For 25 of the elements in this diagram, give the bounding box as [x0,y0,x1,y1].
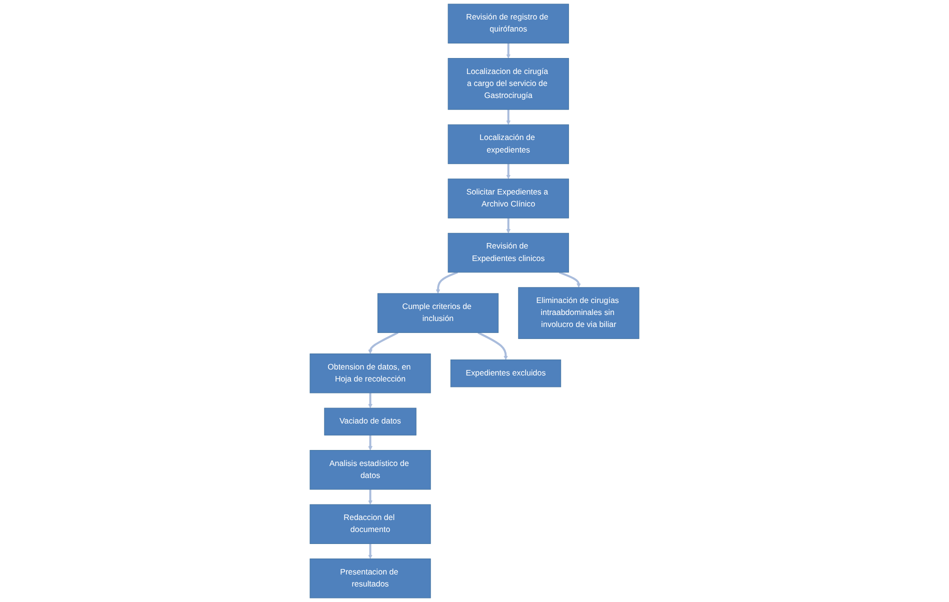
arrow [558,271,581,288]
arrow [478,332,508,360]
node-box: Redaccion del documento [310,504,431,544]
node-box: Obtension de datos, en Hoja de recolección [310,354,431,394]
arrow [506,164,511,180]
node-box: Eliminación de cirugías intraabdominales sin involucro de via biliar [518,287,640,339]
node-box: Localizacion de cirugía a cargo del servicio de Gastrocirugía [448,58,569,110]
arrow [368,544,372,559]
arrow [368,392,372,408]
node-box: Revisión de Expedientes clinicos [448,232,569,273]
node-box: Solicitar Expedientes a Archivo Clínico [448,178,569,218]
node-box: Analisis estadístico de datos [310,450,431,490]
node-box: Expedientes excluidos [450,360,562,388]
arrow [436,271,458,294]
node-box: Localización de expedientes [448,124,569,164]
node-box: Presentacion de resultados [310,558,431,598]
arrow [506,43,511,58]
arrow [506,218,511,234]
node-box: Revisión de registro de quirófanos [448,4,569,44]
arrow [368,435,372,450]
arrow [368,489,372,505]
node-box: Vaciado de datos [324,408,416,436]
node-box: Cumple criterios de inclusión [377,293,499,333]
arrow [368,332,398,354]
arrow [506,110,511,125]
